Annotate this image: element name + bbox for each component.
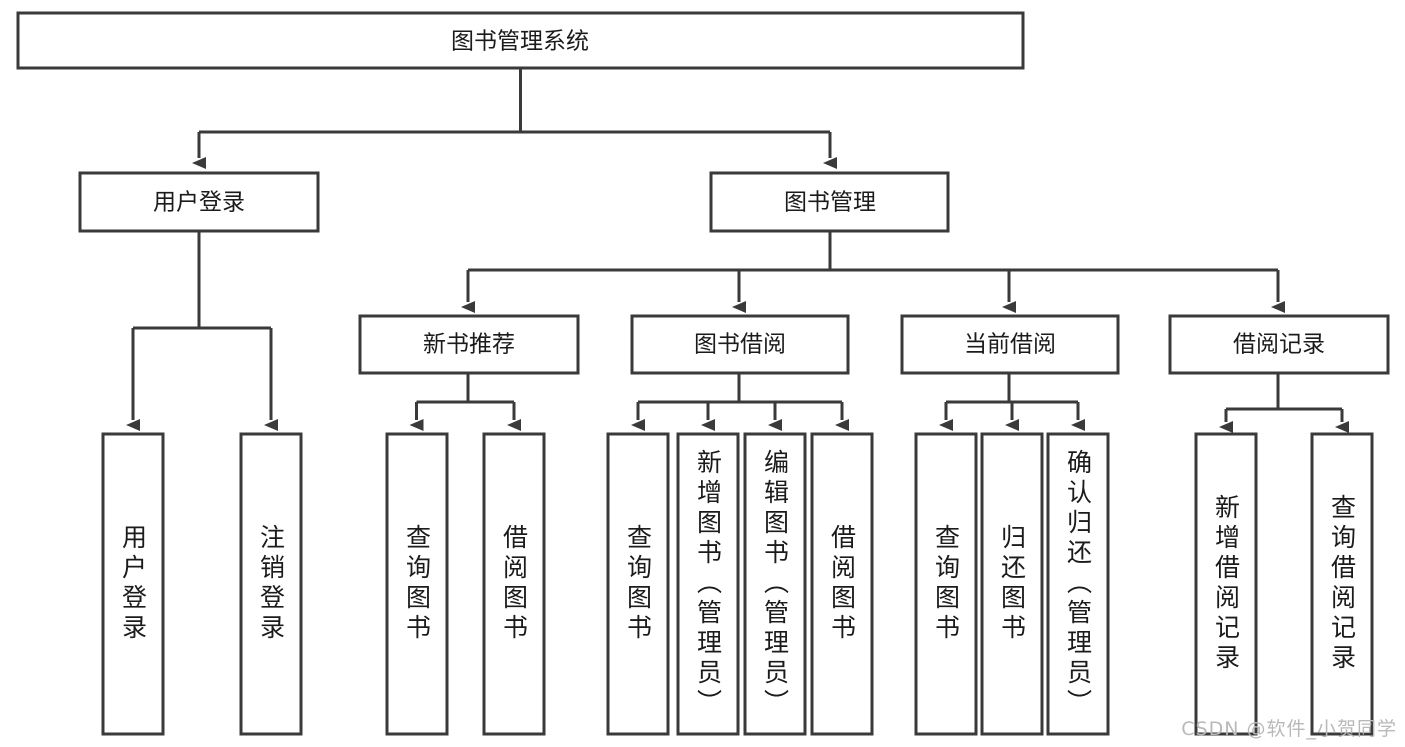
node-book-borrow-label: 图书借阅 [694,332,786,358]
node-new-book-recommend[interactable]: 新书推荐 [358,314,580,375]
node-user-login-label: 用户登录 [153,190,245,216]
node-current-borrow-box[interactable] [900,314,1120,375]
node-borrow-record-label: 借阅记录 [1233,332,1325,358]
node-leaf-borrow-book-2-box[interactable] [810,432,874,736]
node-current-borrow-label: 当前借阅 [964,332,1056,358]
node-root-box[interactable] [16,11,1025,70]
node-leaf-add-book-box[interactable] [676,432,740,736]
node-current-borrow[interactable]: 当前借阅 [900,314,1120,375]
node-borrow-record[interactable]: 借阅记录 [1168,314,1390,375]
watermark-text: CSDN @软件_小贺同学 [1181,718,1397,740]
node-book-borrow[interactable]: 图书借阅 [630,314,850,375]
node-book-manage-label: 图书管理 [784,190,876,216]
node-borrow-record-box[interactable] [1168,314,1390,375]
node-leaf-borrow-book-1-box[interactable] [482,432,546,736]
node-new-book-recommend-box[interactable] [358,314,580,375]
node-leaf-add-record-box[interactable] [1194,432,1258,736]
node-book-manage-box[interactable] [709,171,950,233]
node-leaf-confirm-return-box[interactable] [1046,432,1110,736]
leaf-box-layer [101,432,1374,736]
node-root-label: 图书管理系统 [451,29,589,55]
node-leaf-user-login-box[interactable] [101,432,165,736]
node-user-login[interactable]: 用户登录 [78,171,320,233]
node-root[interactable]: 图书管理系统 [16,11,1025,70]
node-book-manage[interactable]: 图书管理 [709,171,950,233]
connector-layer [126,68,1349,433]
node-leaf-query-book-2-box[interactable] [606,432,670,736]
node-leaf-user-logout-box[interactable] [239,432,303,736]
node-leaf-return-book-box[interactable] [980,432,1044,736]
node-user-login-box[interactable] [78,171,320,233]
node-leaf-query-record-box[interactable] [1310,432,1374,736]
node-leaf-query-book-3-box[interactable] [914,432,978,736]
node-new-book-recommend-label: 新书推荐 [423,332,515,358]
node-leaf-edit-book-box[interactable] [743,432,807,736]
node-book-borrow-box[interactable] [630,314,850,375]
node-leaf-query-book-1-box[interactable] [385,432,449,736]
